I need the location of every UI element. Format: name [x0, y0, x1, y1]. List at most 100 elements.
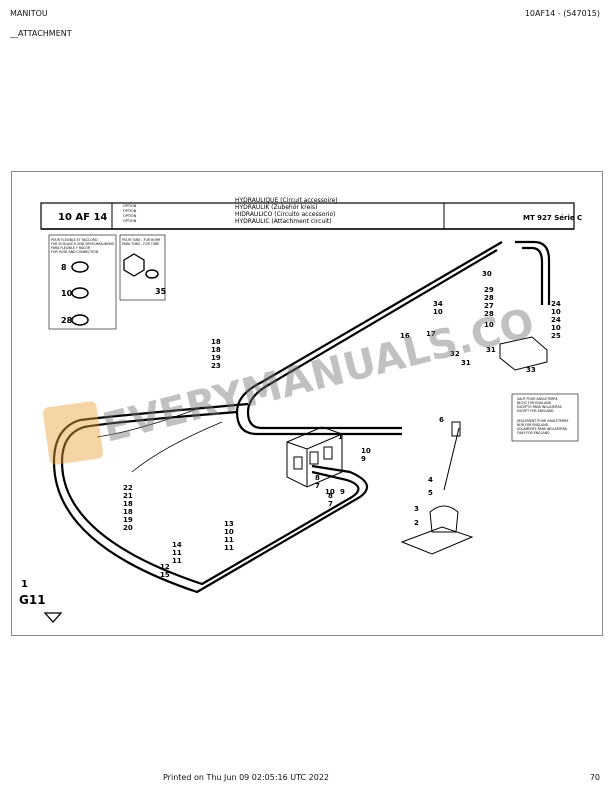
- callout: 18: [211, 346, 221, 354]
- title-de: HYDRAULIK (Zubehör kreis): [235, 204, 317, 211]
- note-line: POUR TUBE - FUR ROHR: [122, 238, 161, 242]
- callout: 10: [224, 528, 234, 536]
- tube-note-box: [119, 234, 166, 301]
- o-ring: [71, 314, 89, 326]
- thin-tube: [96, 406, 203, 438]
- callout: 18: [123, 508, 133, 516]
- callout: 10: [551, 324, 561, 332]
- callout: 10: [551, 308, 561, 316]
- valve-callouts: 1 8 7 10 9 8 7 10 9: [315, 433, 371, 508]
- hose-note-box: [48, 234, 117, 330]
- callout: 7: [315, 482, 320, 490]
- callout: 10: [361, 447, 371, 455]
- callout: 19: [123, 516, 133, 524]
- callout: 16: [400, 332, 410, 340]
- note-line: SAUF POUR ANGLETERRE: [517, 397, 558, 401]
- title-es: HIDRAULICO (Circuito accessorio): [235, 211, 336, 218]
- callout: 24: [551, 300, 561, 308]
- option-tags: OPTION OPTION OPTION OPTION: [123, 204, 137, 223]
- callout: 30: [482, 270, 492, 278]
- callout: 25: [551, 332, 561, 340]
- note-line: FOR HOSE AND CONNECTION: [51, 250, 99, 254]
- callout: 13: [224, 520, 234, 528]
- callout: 9: [361, 455, 366, 463]
- callout: 28: [484, 294, 494, 302]
- o-ring: [145, 269, 159, 279]
- callout: 19: [211, 354, 221, 362]
- option-tag: OPTION: [123, 214, 137, 218]
- callout-group-f: 30 34 10 29 28 27 28 10: [433, 270, 494, 329]
- callout: 4: [428, 476, 433, 484]
- print-timestamp: Printed on Thu Jun 09 02:05:16 UTC 2022: [163, 773, 330, 782]
- drawing-code: 10 AF 14: [58, 212, 107, 223]
- callout: 23: [211, 362, 221, 370]
- callout: 11: [172, 557, 182, 565]
- callout: 22: [123, 484, 133, 492]
- watermark-logo: [43, 401, 103, 465]
- callout: 14: [172, 541, 182, 549]
- note-line: NUR FUR ENGLAND: [517, 423, 549, 427]
- callout-group-g: 24 10 24 10 25: [551, 300, 561, 340]
- note-line: SEULEMENT POUR ANGLETERRE: [517, 419, 569, 423]
- callout: 12: [160, 563, 170, 571]
- note-line: EXCEPTO PARA INGLATERRA: [517, 405, 563, 409]
- callout-group-c: 14 11 11 12 15: [160, 541, 182, 579]
- callout-group-a: 18 18 19 23: [211, 338, 221, 370]
- callout: 11: [224, 536, 234, 544]
- parts-diagram-frame: 10 AF 14 OPTION OPTION OPTION OPTION HYD…: [11, 171, 603, 636]
- option-tag: OPTION: [123, 219, 137, 223]
- callout: 32: [450, 350, 460, 358]
- option-tag: OPTION: [123, 209, 137, 213]
- callout: 10: [484, 321, 494, 329]
- callout: 18: [123, 500, 133, 508]
- note-line: NICHT FUR ENGLAND: [517, 401, 552, 405]
- note-line: SOLAMENTE PARA INGLATERRA: [517, 427, 568, 431]
- callout: 5: [428, 489, 433, 497]
- callout: 24: [551, 316, 561, 324]
- callout: 11: [224, 544, 234, 552]
- hose-lines: [52, 240, 551, 594]
- callout: 8: [315, 474, 320, 482]
- callout: 29: [484, 286, 494, 294]
- callout: 28: [484, 310, 494, 318]
- title-en: HYDRAULIC (Attachment circuit): [235, 218, 332, 225]
- callout: 15: [160, 571, 170, 579]
- callout: 6: [439, 416, 444, 424]
- control-valve: [286, 426, 343, 488]
- thin-tube: [131, 421, 223, 473]
- o-ring: [71, 287, 89, 299]
- callout-group-b: 22 21 18 18 19 20: [123, 484, 133, 532]
- joystick-assembly: [400, 421, 474, 555]
- callout: 1: [338, 433, 343, 441]
- callout: 11: [172, 549, 182, 557]
- callout: 9: [340, 488, 345, 496]
- callout: 10: [433, 308, 443, 316]
- callout: 8: [61, 263, 67, 272]
- callout: 18: [211, 338, 221, 346]
- sheet-code: G11: [19, 593, 46, 607]
- note-line: FUR SCHLAUCH UND VERSCHRAUBUNG: [51, 242, 115, 246]
- callout: 33: [526, 366, 536, 374]
- callout: 17: [426, 330, 436, 338]
- callout: 20: [123, 524, 133, 532]
- brand-name: MANITOU: [10, 9, 48, 18]
- callout-group-h: 16 17 32 31 31 33: [400, 330, 536, 374]
- callout: 7: [328, 500, 333, 508]
- manifold-block: [499, 336, 548, 371]
- title-fr: HYDRAULIQUE (Circuit accessoire): [235, 197, 338, 204]
- callout-group-e: 6 4 5 3 2: [414, 416, 444, 527]
- callout: 31: [486, 346, 496, 354]
- callout: 10: [325, 488, 335, 496]
- callout: 31: [461, 359, 471, 367]
- callout: 2: [414, 519, 419, 527]
- page-number: 70: [589, 773, 600, 782]
- note-line: ONLY FOR ENGLAND: [517, 431, 550, 435]
- down-arrow-icon: [43, 612, 63, 623]
- tube-fitting: [123, 253, 145, 277]
- section-label: __ATTACHMENT: [10, 29, 72, 38]
- document-reference: 10AF14 - (547015): [524, 9, 600, 18]
- callout: 34: [433, 300, 443, 308]
- sheet-number: 1: [21, 579, 28, 590]
- callout: 10: [61, 289, 73, 298]
- note-line: PARA FLEXIBLE Y RACOR: [51, 246, 91, 250]
